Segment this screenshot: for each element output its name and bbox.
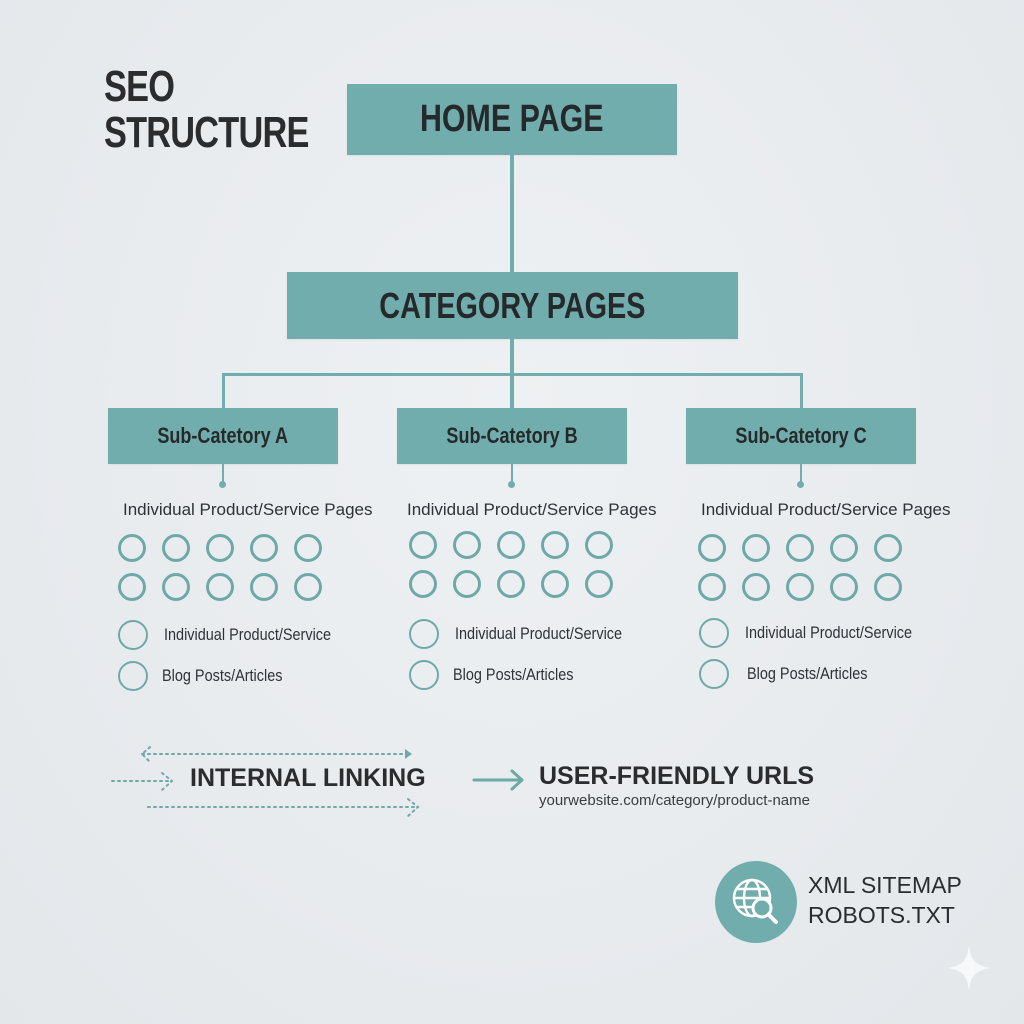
page-circle [585, 570, 613, 598]
home-page-node: HOME PAGE [347, 84, 677, 155]
connector-home-category [510, 155, 514, 272]
page-circles-c [698, 534, 902, 601]
item-circle-icon [699, 659, 729, 689]
subcategory-c-node: Sub-Catetory C [686, 408, 916, 464]
page-circles-b [409, 531, 613, 598]
page-circle [118, 573, 146, 601]
arrow-right-icon [472, 769, 524, 791]
subcategory-b-label: Sub-Catetory B [446, 423, 578, 448]
subcategory-b-node: Sub-Catetory B [397, 408, 627, 464]
robots-txt-label: ROBOTS.TXT [808, 902, 955, 928]
page-circle [497, 531, 525, 559]
list-item: Blog Posts/Articles [118, 661, 304, 691]
item-circle-icon [699, 618, 729, 648]
page-circle [162, 573, 190, 601]
home-page-label: HOME PAGE [420, 98, 604, 140]
item-circle-icon [409, 660, 439, 690]
subcategory-a-label: Sub-Catetory A [157, 423, 289, 448]
stem-c [800, 464, 802, 484]
xml-sitemap-label: XML SITEMAP [808, 872, 962, 898]
pages-label-a: Individual Product/Service Pages [123, 500, 373, 519]
page-circle [409, 570, 437, 598]
list-item: Individual Product/Service [118, 620, 361, 650]
item-circle-icon [118, 661, 148, 691]
page-circle [453, 531, 481, 559]
page-circle [830, 534, 858, 562]
list-item: Blog Posts/Articles [409, 660, 595, 690]
stem-dot-c [797, 481, 804, 488]
page-circle [206, 573, 234, 601]
page-circle [698, 534, 726, 562]
page-circle [830, 573, 858, 601]
page-circle [250, 534, 278, 562]
pages-label-c: Individual Product/Service Pages [701, 500, 951, 519]
page-circle [786, 534, 814, 562]
globe-search-badge [715, 861, 797, 943]
stem-b [511, 464, 513, 484]
page-circle [497, 570, 525, 598]
page-circle [742, 573, 770, 601]
subcategory-a-node: Sub-Catetory A [108, 408, 338, 464]
list-item: Individual Product/Service [409, 619, 652, 649]
page-circle [874, 573, 902, 601]
list-item: Blog Posts/Articles [699, 659, 889, 689]
page-circle [250, 573, 278, 601]
internal-linking-label: INTERNAL LINKING [190, 764, 426, 792]
category-pages-label: CATEGORY PAGES [379, 284, 646, 326]
page-circle [294, 573, 322, 601]
item-circle-icon [409, 619, 439, 649]
page-circle [585, 531, 613, 559]
page-circle [698, 573, 726, 601]
globe-search-icon [732, 878, 778, 924]
page-circle [118, 534, 146, 562]
page-circle [541, 570, 569, 598]
page-circles-a [118, 534, 322, 601]
connector-horizontal-bar [222, 373, 802, 376]
page-title: SEO STRUCTURE [104, 64, 366, 156]
title-line-1: SEO [104, 62, 175, 111]
category-pages-node: CATEGORY PAGES [287, 272, 738, 339]
item-circle-icon [118, 620, 148, 650]
page-circle [541, 531, 569, 559]
stem-a [222, 464, 224, 484]
sparkle-icon [948, 945, 990, 991]
page-circle [162, 534, 190, 562]
connector-sub-c [800, 373, 803, 408]
page-circle [206, 534, 234, 562]
page-circle [742, 534, 770, 562]
stem-dot-b [508, 481, 515, 488]
list-item: Individual Product/Service [699, 618, 942, 648]
page-circle [453, 570, 481, 598]
page-circle [786, 573, 814, 601]
connector-sub-a [222, 373, 225, 408]
user-friendly-urls-label: USER-FRIENDLY URLS [539, 762, 815, 790]
stem-dot-a [219, 481, 226, 488]
subcategory-c-label: Sub-Catetory C [735, 423, 867, 448]
title-line-2: STRUCTURE [104, 108, 309, 157]
pages-label-b: Individual Product/Service Pages [407, 500, 657, 519]
url-example: yourwebsite.com/category/product-name [539, 792, 810, 809]
page-circle [874, 534, 902, 562]
dotted-arrows-icon [111, 746, 420, 817]
page-circle [409, 531, 437, 559]
page-circle [294, 534, 322, 562]
